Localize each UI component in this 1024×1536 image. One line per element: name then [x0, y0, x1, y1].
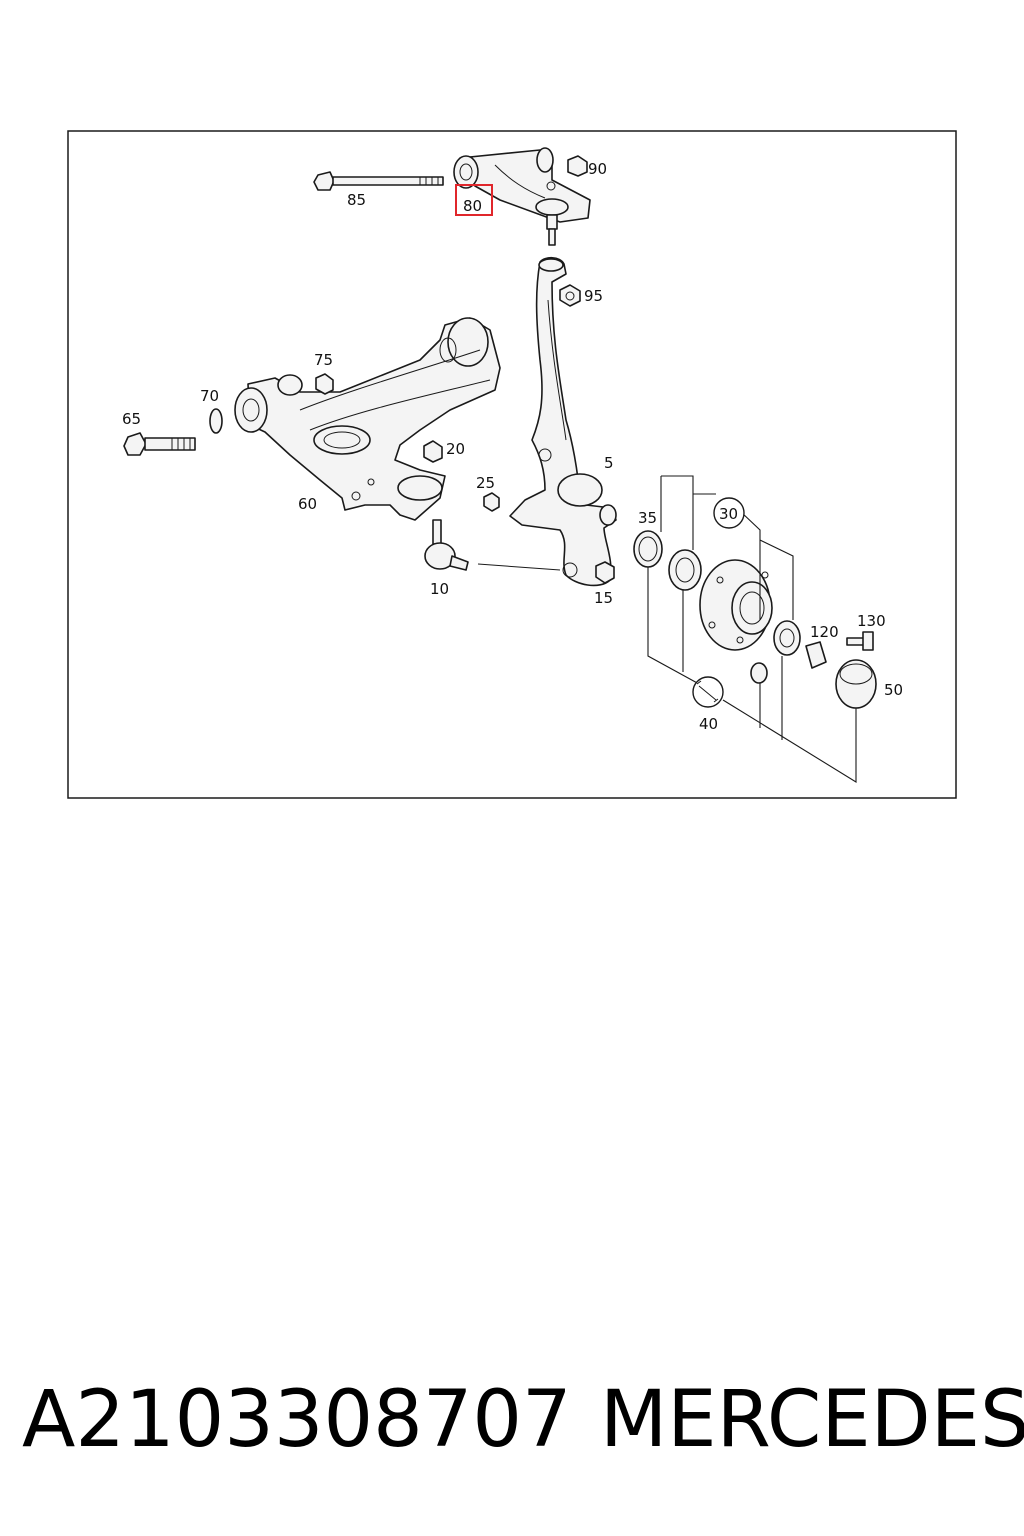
nut-25	[483, 492, 500, 512]
callout-80: 80	[463, 197, 482, 215]
callout-95: 95	[584, 287, 603, 305]
wrench-icon	[696, 680, 719, 703]
callout-120: 120	[810, 623, 839, 641]
inner-bearing	[668, 549, 702, 591]
bolt-130	[846, 631, 874, 651]
callout-90: 90	[588, 160, 607, 178]
callout-35: 35	[638, 509, 657, 527]
bolt-85	[313, 171, 444, 191]
callout-50: 50	[884, 681, 903, 699]
callout-70: 70	[200, 387, 219, 405]
callout-75: 75	[314, 351, 333, 369]
callout-25: 25	[476, 474, 495, 492]
outer-bearing	[773, 620, 801, 656]
callout-85: 85	[347, 191, 366, 209]
callout-60: 60	[298, 495, 317, 513]
upper-control-arm	[453, 147, 591, 246]
kit-30-circle	[713, 497, 745, 529]
brand-name: MERCEDES	[600, 1375, 1024, 1465]
callout-15: 15	[594, 589, 613, 607]
bolt-65	[123, 432, 196, 456]
callout-30: 30	[719, 505, 738, 523]
clamp-nut-120	[805, 641, 827, 669]
wheel-hub	[699, 559, 773, 651]
highlight-box-80	[455, 184, 493, 216]
sensor-plug	[750, 662, 768, 684]
callout-40: 40	[699, 715, 718, 733]
nut-95	[559, 284, 581, 307]
kit-guide-lines	[647, 475, 857, 783]
callout-10: 10	[430, 580, 449, 598]
nut-75	[315, 373, 334, 395]
nut-90	[567, 155, 588, 177]
steering-knuckle	[509, 256, 617, 587]
part-footer: A2103308707 MERCEDES	[0, 1370, 1024, 1480]
part-number: A2103308707	[22, 1375, 572, 1465]
nut-15	[595, 561, 615, 584]
washer-70	[209, 408, 223, 434]
callout-20: 20	[446, 440, 465, 458]
callout-5: 5	[604, 454, 614, 472]
lower-control-arm	[234, 317, 501, 521]
grease-cap-50	[835, 659, 877, 709]
kit-40-circle	[692, 676, 724, 708]
ball-joint-10	[424, 519, 561, 571]
seal-35	[633, 530, 663, 568]
callout-130: 130	[857, 612, 886, 630]
diagram-frame	[67, 130, 957, 799]
nut-20	[423, 440, 443, 463]
callout-65: 65	[122, 410, 141, 428]
